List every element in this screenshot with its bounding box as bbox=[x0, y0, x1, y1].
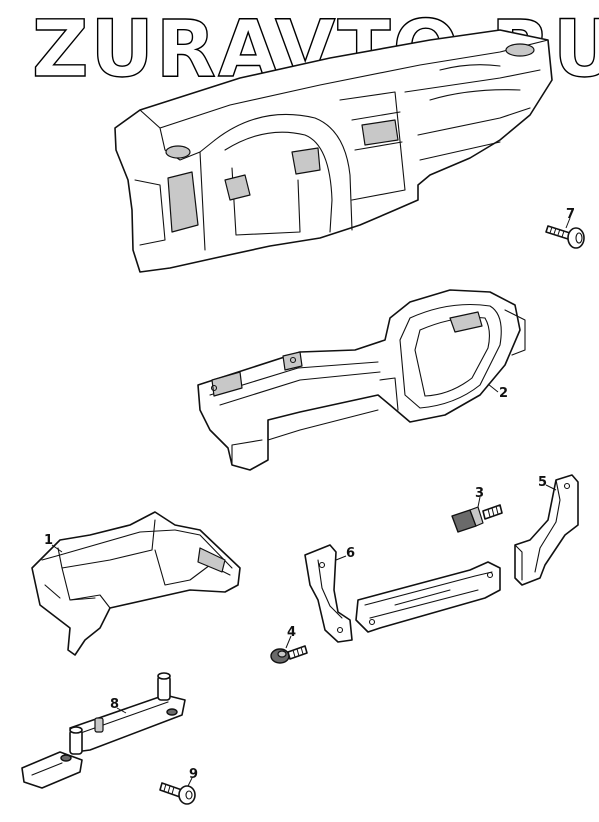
callout-3: 3 bbox=[475, 486, 484, 501]
part-4-bolt bbox=[270, 645, 308, 664]
callout-leader-lines bbox=[51, 217, 571, 787]
callout-8: 8 bbox=[110, 697, 119, 712]
part-6-l-bracket bbox=[304, 544, 353, 643]
callout-7: 7 bbox=[566, 207, 575, 222]
callout-1: 1 bbox=[44, 533, 53, 548]
callout-6: 6 bbox=[346, 546, 355, 561]
callout-9: 9 bbox=[189, 767, 198, 782]
part-7-bolt bbox=[545, 225, 585, 249]
part-5-bracket bbox=[514, 474, 579, 586]
callout-4: 4 bbox=[287, 625, 296, 640]
part-3-screw-clip bbox=[451, 504, 503, 533]
part-2-instrument-cluster-frame bbox=[197, 289, 526, 471]
part-9-bolt bbox=[159, 782, 196, 805]
dashboard-panel bbox=[114, 29, 553, 273]
part-8-mounting-plate bbox=[21, 672, 186, 789]
part-1-lower-housing bbox=[31, 511, 241, 656]
callout-2: 2 bbox=[499, 386, 508, 401]
callout-5: 5 bbox=[538, 475, 547, 490]
support-channel-bracket bbox=[355, 561, 501, 633]
